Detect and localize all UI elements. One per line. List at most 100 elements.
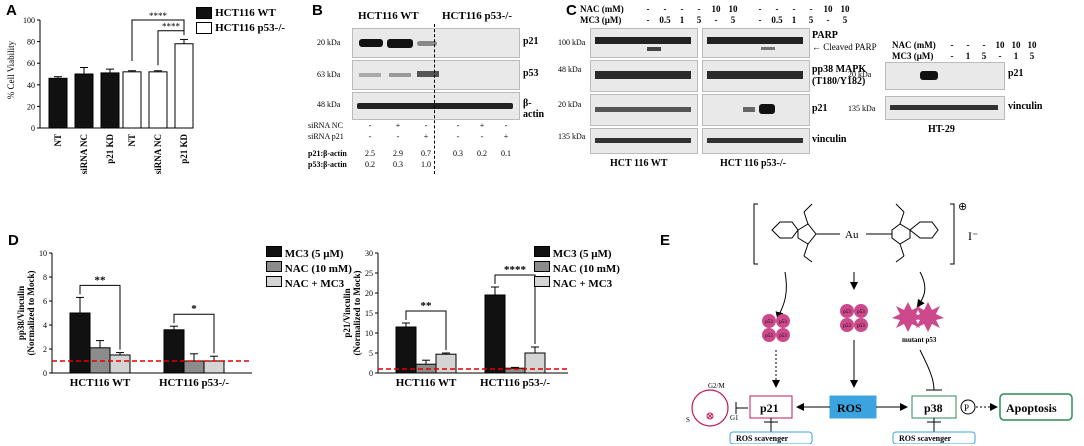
panel-d-legend-right: MC3 (5 μM) NAC (10 mM) NAC + MC3 [534, 246, 620, 291]
p53-molecule [762, 328, 776, 342]
legend-swatch [266, 276, 282, 287]
band [595, 71, 691, 79]
y-tick-label: 0 [31, 124, 35, 133]
band [595, 138, 691, 143]
x-tick-label: HCT116 p53-/- [480, 377, 550, 389]
band [417, 41, 437, 46]
p53-label: p53 [843, 324, 851, 329]
nac-mark: - [758, 4, 762, 14]
mc3-mark: - [646, 15, 650, 25]
legend-swatch-wt [196, 7, 212, 20]
panel-d-letter: D [8, 232, 19, 249]
row-label-sinc: siRNA NC [308, 121, 343, 130]
sig-bracket [157, 30, 185, 66]
band [387, 39, 413, 48]
panel-a-legend: HCT116 WT HCT116 p53-/- [196, 6, 285, 36]
legend-item: MC3 (5 μM) [534, 246, 620, 261]
y-axis-label: p21/Vinculin [342, 288, 352, 337]
panel-d-legend-left: MC3 (5 μM) NAC (10 mM) NAC + MC3 [266, 246, 352, 291]
mc3-mark: - [714, 15, 718, 25]
p53-label: p53 [765, 320, 773, 325]
mc3-mark: 5 [808, 15, 814, 25]
blot-vinculin-wt [590, 128, 698, 154]
y-axis-label-sub: (Normalized to Mock) [352, 271, 362, 356]
y-tick-label: 100 [23, 16, 35, 25]
ht-mc3-mark: 5 [1029, 51, 1035, 61]
sig-bracket [79, 284, 121, 350]
bar [203, 360, 225, 374]
mc3-mark: - [826, 15, 830, 25]
blot-actin [352, 92, 520, 120]
legend-item: NAC (10 mM) [534, 261, 620, 276]
mc3-mark: 1 [679, 15, 685, 25]
ht-mc3-mark: 1 [965, 51, 971, 61]
blot-parp-wt [590, 28, 698, 58]
band-label-pp38-site: (T180/Y182) [812, 76, 866, 87]
mc3-mark: 0.5 [659, 15, 671, 25]
band [595, 37, 691, 44]
nac-mark: - [697, 4, 701, 14]
ratio-label-1: p21:β-actin [308, 149, 347, 158]
gold-compound-structure [753, 203, 955, 265]
bar [524, 352, 546, 374]
lane-mark: + [423, 132, 429, 141]
nac-mark: - [680, 4, 684, 14]
band [707, 138, 803, 143]
ht-row-label-nac: NAC (mM) [892, 40, 936, 50]
bar [122, 71, 142, 129]
y-tick-label: 20 [27, 102, 35, 111]
p53-molecule [776, 314, 790, 328]
kda-100: 100 kDa [558, 38, 586, 47]
y-tick-label: 8 [43, 273, 47, 282]
p53-label: p53 [779, 320, 787, 325]
ht-nac-mark: 10 [1011, 40, 1021, 50]
ratio-value: 1.0 [421, 160, 431, 169]
ht-mc3-mark: - [950, 51, 954, 61]
band [417, 71, 439, 77]
mc3-mark: 5 [730, 15, 736, 25]
legend-swatch-ko [196, 22, 212, 35]
sig-label: **** [149, 11, 168, 21]
legend-label: NAC + MC3 [284, 278, 345, 290]
legend-swatch [266, 261, 282, 272]
y-axis-label-sub: (Normalized to Mock) [26, 271, 36, 356]
legend-label: NAC (10 mM) [552, 263, 620, 275]
band [743, 107, 755, 112]
legend-item: NAC + MC3 [266, 276, 352, 291]
y-tick-label: 25 [365, 269, 373, 278]
ht-nac-mark: - [966, 40, 970, 50]
mutant-p53-label: mutant p53 [902, 336, 937, 344]
mc3-mark: 1 [791, 15, 797, 25]
band [890, 105, 998, 110]
phospho-label: P [964, 403, 969, 413]
y-tick-label: 40 [27, 81, 35, 90]
lane-mark: - [396, 132, 400, 141]
band-label-p53: p53 [523, 68, 539, 79]
p21-node-label: p21 [760, 401, 779, 415]
legend-swatch [266, 246, 282, 257]
y-tick-label: 0 [43, 369, 47, 378]
ht-mc3-mark: 5 [981, 51, 987, 61]
y-tick-label: 10 [365, 329, 373, 338]
cell-cycle-icon [691, 389, 729, 427]
lane-mark: - [504, 121, 508, 130]
ht-nac-mark: 10 [1027, 40, 1037, 50]
mc3-mark: 0.5 [771, 15, 783, 25]
ht-nac-mark: - [982, 40, 986, 50]
band-label-parp: PARP [812, 30, 838, 41]
sig-bracket [173, 313, 215, 354]
row-label-mc3: MC3 (μM) [580, 15, 622, 25]
metal-center: Au [845, 229, 859, 241]
lane-mark: - [456, 132, 460, 141]
x-tick-label: NT [127, 134, 137, 147]
blot-p21-wt [590, 94, 698, 126]
mc3-mark: 5 [842, 15, 848, 25]
sig-label: ** [421, 300, 433, 312]
ht-kda-135: 135 kDa [848, 104, 876, 113]
bar [148, 71, 168, 129]
p53-label: p53 [765, 334, 773, 339]
ros-scavenger-right [892, 431, 976, 444]
